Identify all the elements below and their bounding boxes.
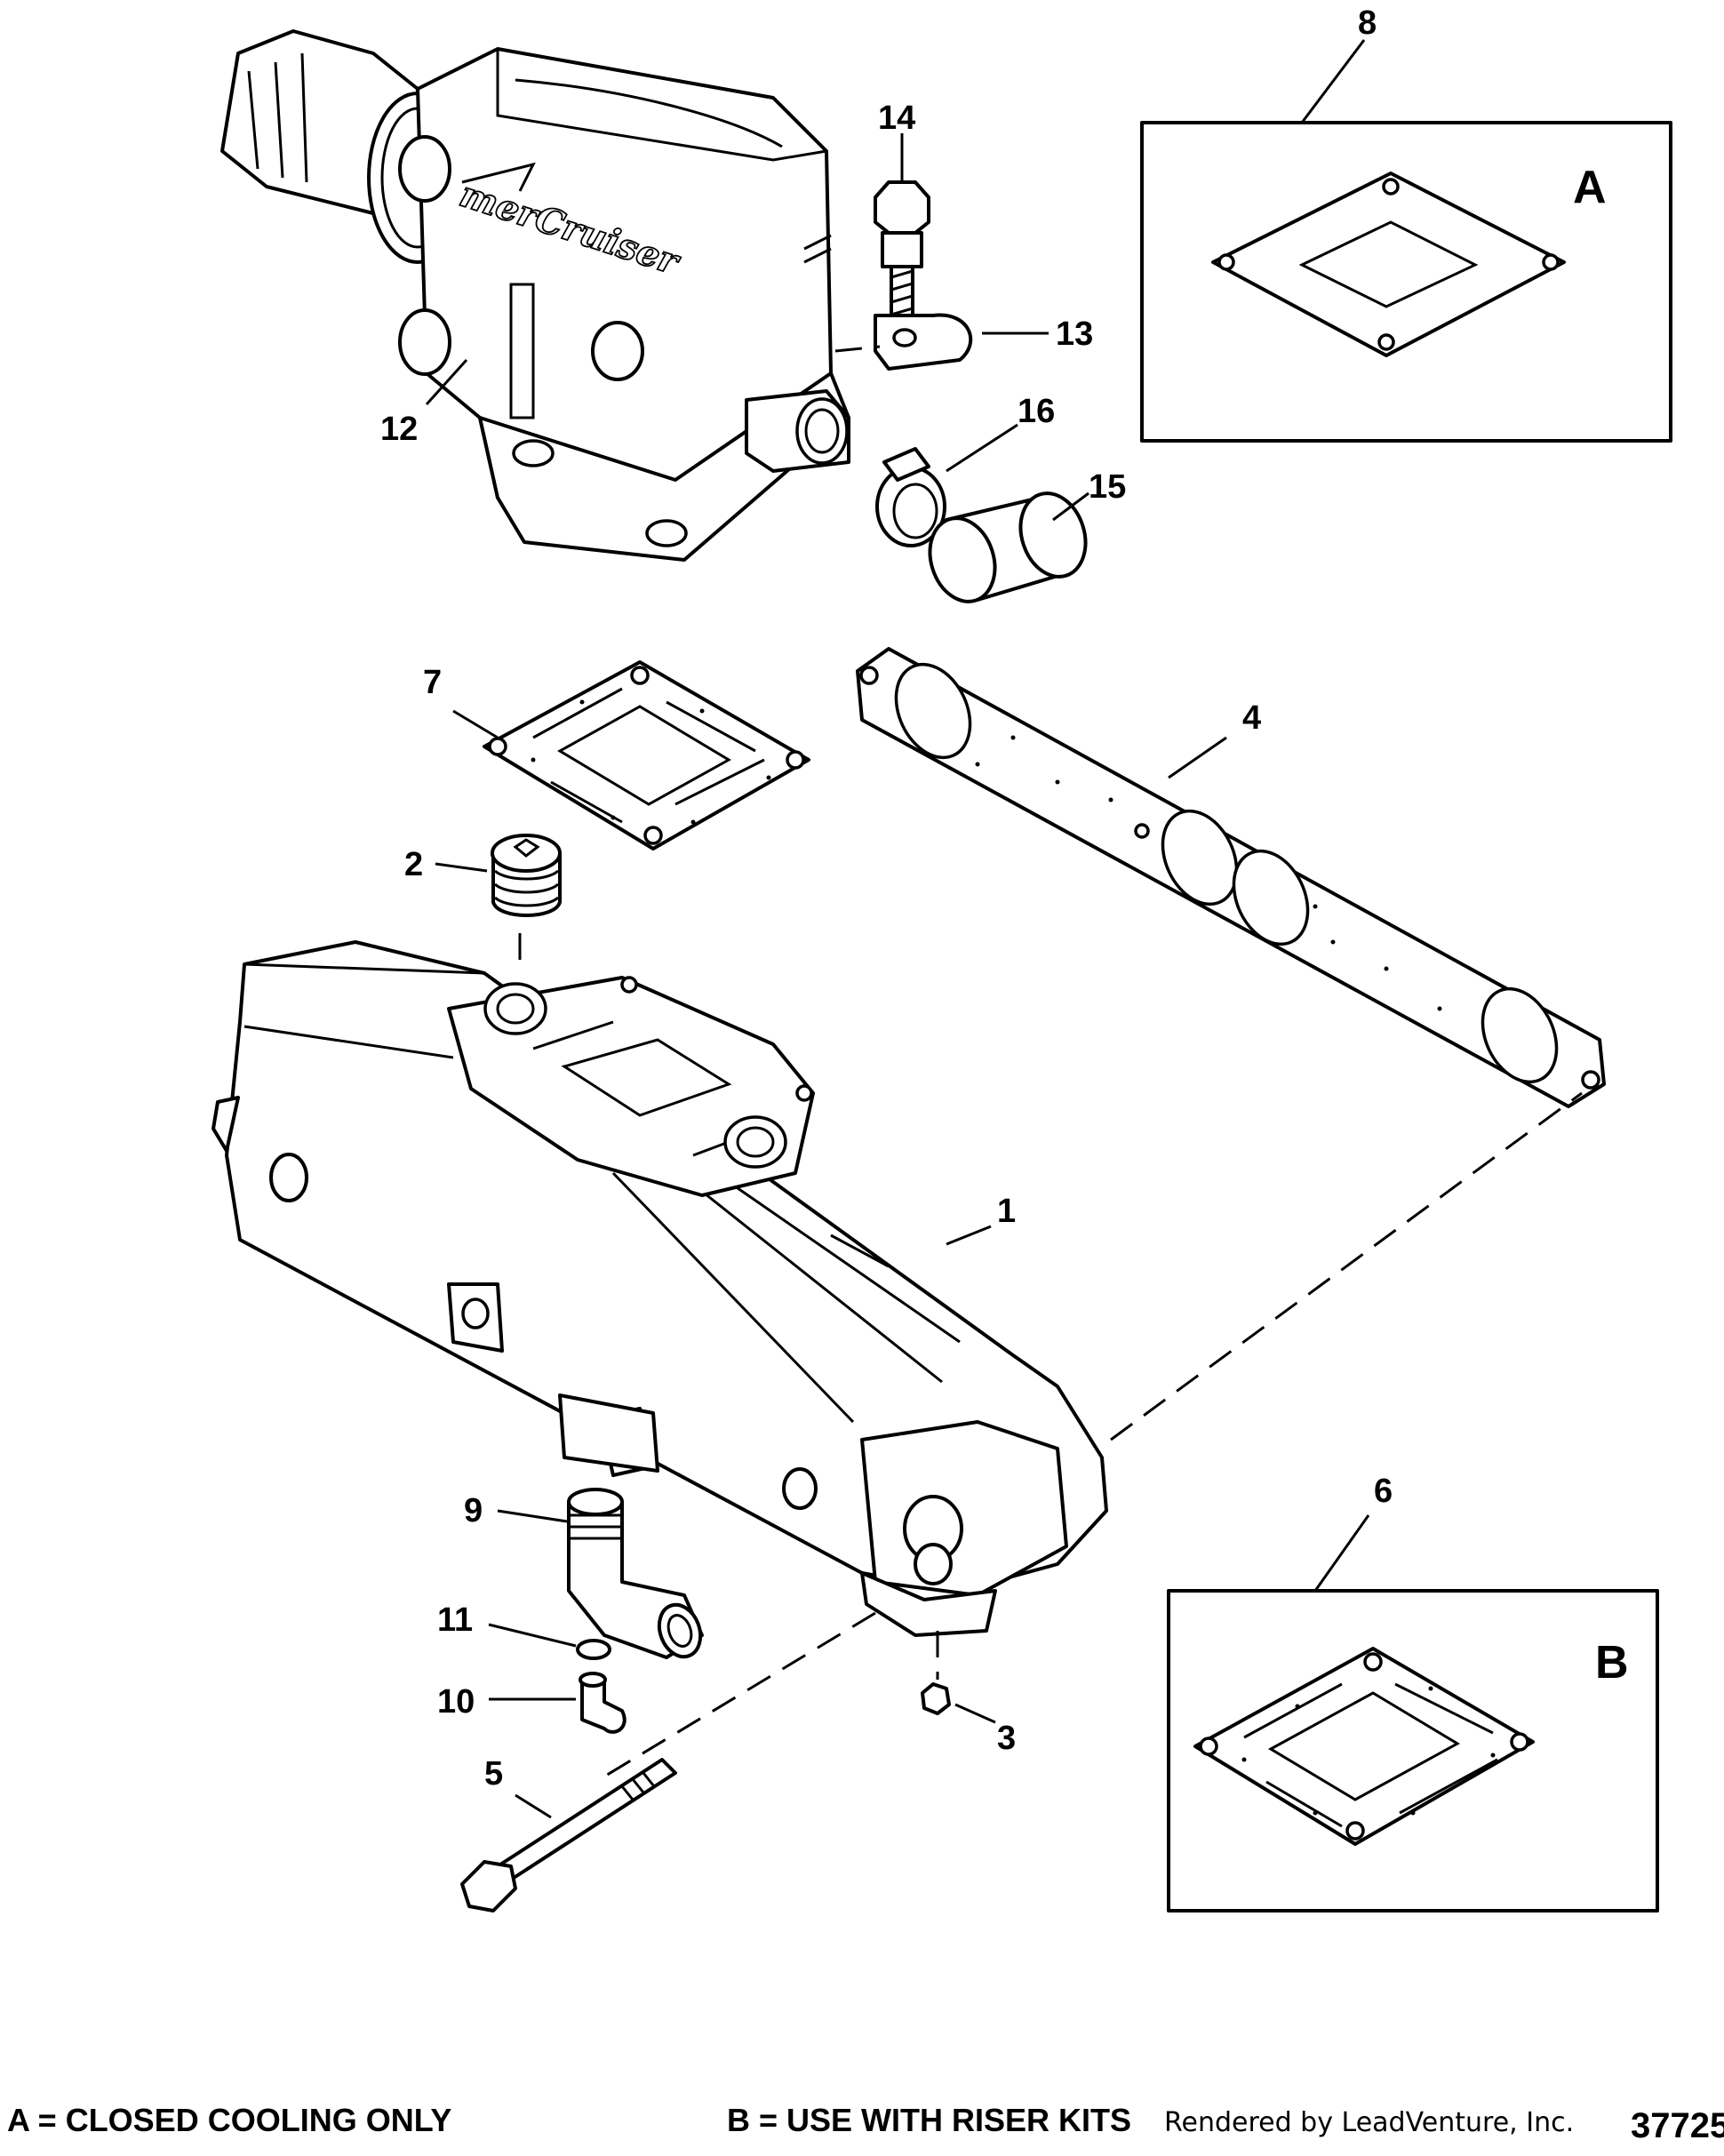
- manifold-gasket-part-4: [856, 647, 1606, 1108]
- inset-a-letter: A: [1573, 162, 1607, 213]
- callout-10: 10: [437, 1683, 475, 1721]
- callout-11: 11: [437, 1601, 473, 1639]
- bolt-part-14: [874, 180, 930, 335]
- figure-number: 37725: [1631, 2106, 1724, 2145]
- leader-lines: [425, 39, 1370, 1819]
- clamp-part-13: [874, 313, 973, 371]
- callout-4: 4: [1242, 699, 1261, 737]
- callout-6: 6: [1374, 1473, 1393, 1510]
- long-bolt-part-5: [460, 1758, 677, 1912]
- callout-16: 16: [1018, 393, 1055, 430]
- pipe-plug-part-2: [491, 834, 562, 917]
- gasket-part-7: [483, 660, 810, 850]
- footer-note-a: A = CLOSED COOLING ONLY: [7, 2102, 451, 2138]
- footer-note-b: B = USE WITH RISER KITS: [727, 2102, 1131, 2138]
- elbow-fitting-part-9: [567, 1488, 704, 1659]
- hose-clamp-part-16: [875, 447, 946, 547]
- exhaust-elbow-part-12: merCruiser: [220, 29, 850, 562]
- callout-15: 15: [1089, 468, 1126, 506]
- inset-box-a: A: [1140, 121, 1672, 443]
- callout-3: 3: [997, 1720, 1016, 1757]
- hose-sleeve-part-15: [928, 491, 1088, 603]
- inset-b-letter: B: [1595, 1637, 1629, 1689]
- inset-box-b: B: [1167, 1589, 1659, 1912]
- render-credit: Rendered by LeadVenture, Inc.: [1164, 2107, 1574, 2138]
- gasket-part-6: [1193, 1647, 1535, 1846]
- o-ring-part-11: [576, 1639, 611, 1660]
- callout-5: 5: [484, 1755, 503, 1793]
- footer: A = CLOSED COOLING ONLY B = USE WITH RIS…: [7, 2102, 1724, 2145]
- callout-13: 13: [1056, 315, 1093, 353]
- callout-2: 2: [404, 846, 423, 883]
- callout-1: 1: [997, 1193, 1016, 1230]
- alignment-lines: [518, 345, 1583, 1784]
- callout-12: 12: [380, 411, 418, 448]
- callout-14: 14: [878, 100, 915, 137]
- callout-7: 7: [423, 664, 442, 701]
- callout-8: 8: [1358, 4, 1377, 42]
- exhaust-manifold-part-1: [212, 940, 1108, 1637]
- gasket-part-8: [1211, 172, 1566, 357]
- callout-labels: 8 14 13 16 15 12 7 4 2 1 9 6 11 10 3 5: [380, 4, 1393, 1793]
- drain-plug-part-10: [579, 1672, 627, 1734]
- nut-part-3: [921, 1682, 951, 1715]
- callout-9: 9: [464, 1492, 483, 1529]
